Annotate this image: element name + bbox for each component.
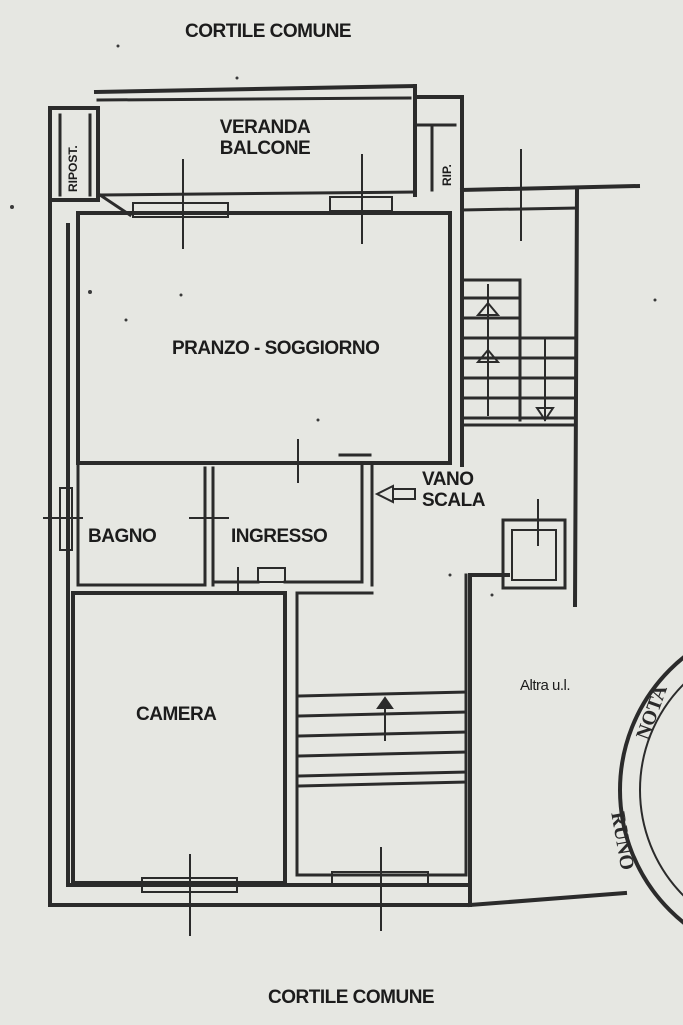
arrow-up-icon — [475, 348, 501, 363]
scan-speckles — [10, 44, 657, 597]
label-other-unit: Altra u.l. — [520, 677, 571, 694]
label-veranda: VERANDA BALCONE — [205, 117, 325, 160]
arrow-up-icon — [475, 301, 501, 316]
stairs-lower — [298, 690, 468, 788]
room-living-dining — [76, 211, 452, 465]
label-courtyard-bottom: CORTILE COMUNE — [268, 987, 435, 1008]
outer-walls — [48, 83, 641, 908]
label-bedroom: CAMERA — [136, 704, 217, 725]
label-veranda-line2: BALCONE — [219, 137, 311, 159]
label-stairwell-line2: SCALA — [422, 489, 485, 511]
label-courtyard-top: CORTILE COMUNE — [185, 21, 352, 42]
label-storage-left: RIPOST. — [66, 145, 80, 192]
label-storage-right: RIP. — [440, 164, 454, 186]
arrow-shaft — [392, 488, 416, 500]
window-veranda-left — [132, 202, 229, 218]
arrow-down-icon — [535, 407, 555, 422]
label-bathroom: BAGNO — [88, 526, 157, 547]
notary-stamp — [618, 655, 683, 925]
bathroom-entrance-walls — [59, 453, 374, 587]
service-shaft-inner — [511, 529, 557, 581]
label-veranda-line1: VERANDA — [219, 117, 311, 138]
stairs-upper — [460, 206, 579, 427]
label-stairwell: VANO SCALA — [422, 469, 485, 512]
service-shaft — [501, 518, 567, 590]
label-living-dining: PRANZO - SOGGIORNO — [172, 338, 380, 359]
label-entrance: INGRESSO — [231, 526, 328, 547]
arrow-up-icon — [376, 696, 394, 709]
label-stairwell-line1: VANO — [422, 469, 474, 490]
section-markers — [43, 149, 539, 936]
